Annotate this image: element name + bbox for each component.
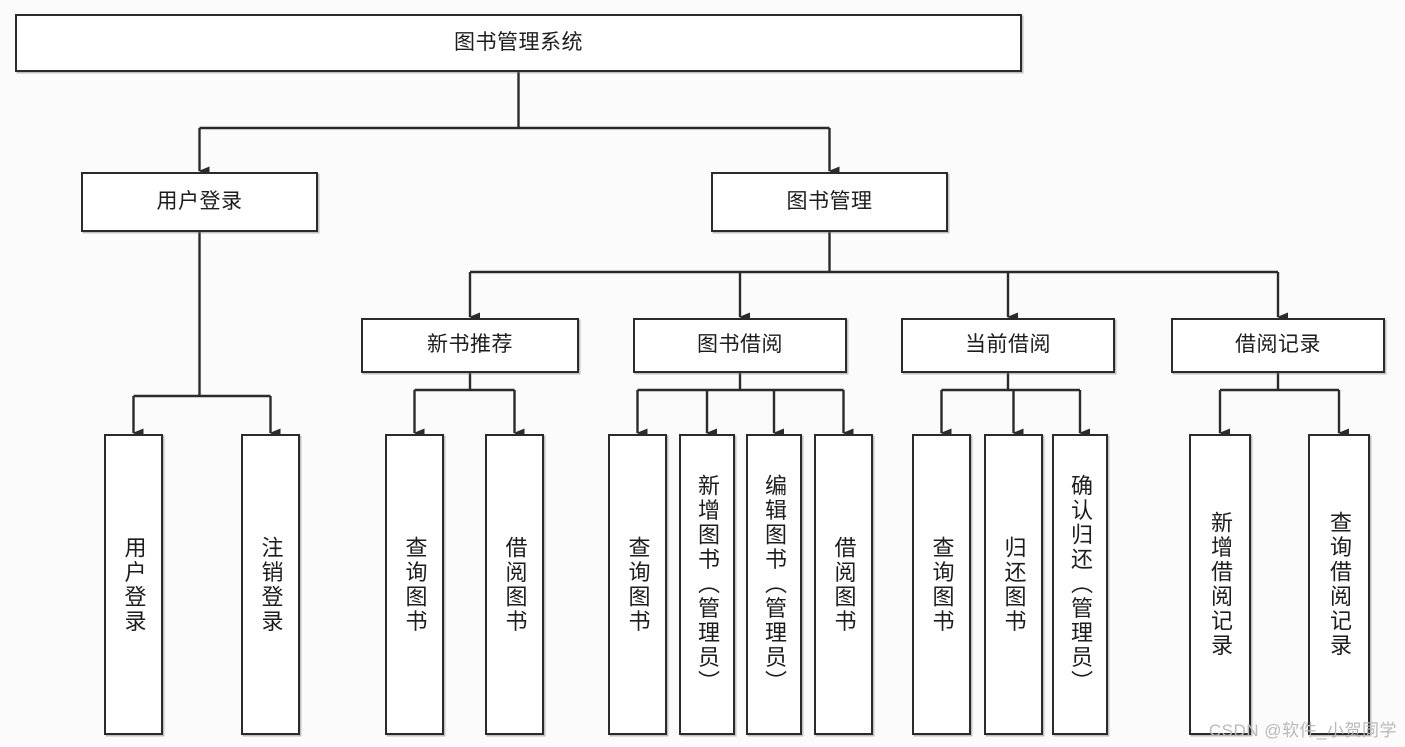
leaf-user-login[interactable]: 用户登录	[104, 434, 163, 735]
leaf-query-borrow-record-label: 查询借阅记录	[1327, 511, 1352, 658]
node-new-book-recommend-label: 新书推荐	[427, 333, 513, 357]
node-root[interactable]: 图书管理系统	[15, 14, 1022, 72]
node-user-login-label: 用户登录	[156, 189, 243, 213]
node-book-management-label: 图书管理	[786, 189, 873, 213]
leaf-return-books-label: 归还图书	[1001, 535, 1027, 634]
node-user-login[interactable]: 用户登录	[81, 172, 318, 232]
leaf-logout-label: 注销登录	[258, 535, 284, 634]
leaf-query-books-label: 查询图书	[625, 535, 651, 634]
node-borrow-records[interactable]: 借阅记录	[1171, 318, 1385, 373]
leaf-query-borrow-record[interactable]: 查询借阅记录	[1308, 434, 1370, 735]
leaf-query-books-recommend-label: 查询图书	[402, 535, 428, 634]
leaf-borrow-books[interactable]: 借阅图书	[814, 434, 873, 735]
leaf-confirm-return-admin-label: 确认归还（管理员）	[1068, 474, 1093, 695]
leaf-add-borrow-record[interactable]: 新增借阅记录	[1189, 434, 1251, 735]
leaf-borrow-books-label: 借阅图书	[831, 535, 857, 634]
leaf-user-login-label: 用户登录	[121, 535, 147, 634]
node-new-book-recommend[interactable]: 新书推荐	[361, 318, 579, 373]
leaf-add-book-admin[interactable]: 新增图书（管理员）	[679, 434, 735, 735]
leaf-query-books-current[interactable]: 查询图书	[912, 434, 971, 735]
node-book-borrow[interactable]: 图书借阅	[633, 318, 847, 373]
node-book-borrow-label: 图书借阅	[697, 333, 783, 357]
node-current-borrow[interactable]: 当前借阅	[901, 318, 1115, 373]
node-current-borrow-label: 当前借阅	[965, 333, 1051, 357]
leaf-add-borrow-record-label: 新增借阅记录	[1208, 511, 1233, 658]
leaf-borrow-books-recommend[interactable]: 借阅图书	[485, 434, 544, 735]
node-borrow-records-label: 借阅记录	[1235, 333, 1321, 357]
leaf-confirm-return-admin[interactable]: 确认归还（管理员）	[1052, 434, 1108, 735]
leaf-add-book-admin-label: 新增图书（管理员）	[695, 474, 720, 695]
leaf-query-books[interactable]: 查询图书	[608, 434, 667, 735]
leaf-query-books-recommend[interactable]: 查询图书	[385, 434, 444, 735]
leaf-return-books[interactable]: 归还图书	[984, 434, 1043, 735]
leaf-query-books-current-label: 查询图书	[929, 535, 955, 634]
leaf-edit-book-admin-label: 编辑图书（管理员）	[762, 474, 787, 695]
leaf-logout[interactable]: 注销登录	[241, 434, 300, 735]
leaf-edit-book-admin[interactable]: 编辑图书（管理员）	[746, 434, 802, 735]
leaf-borrow-books-recommend-label: 借阅图书	[502, 535, 528, 634]
node-book-management[interactable]: 图书管理	[711, 172, 948, 232]
node-root-label: 图书管理系统	[454, 30, 583, 54]
